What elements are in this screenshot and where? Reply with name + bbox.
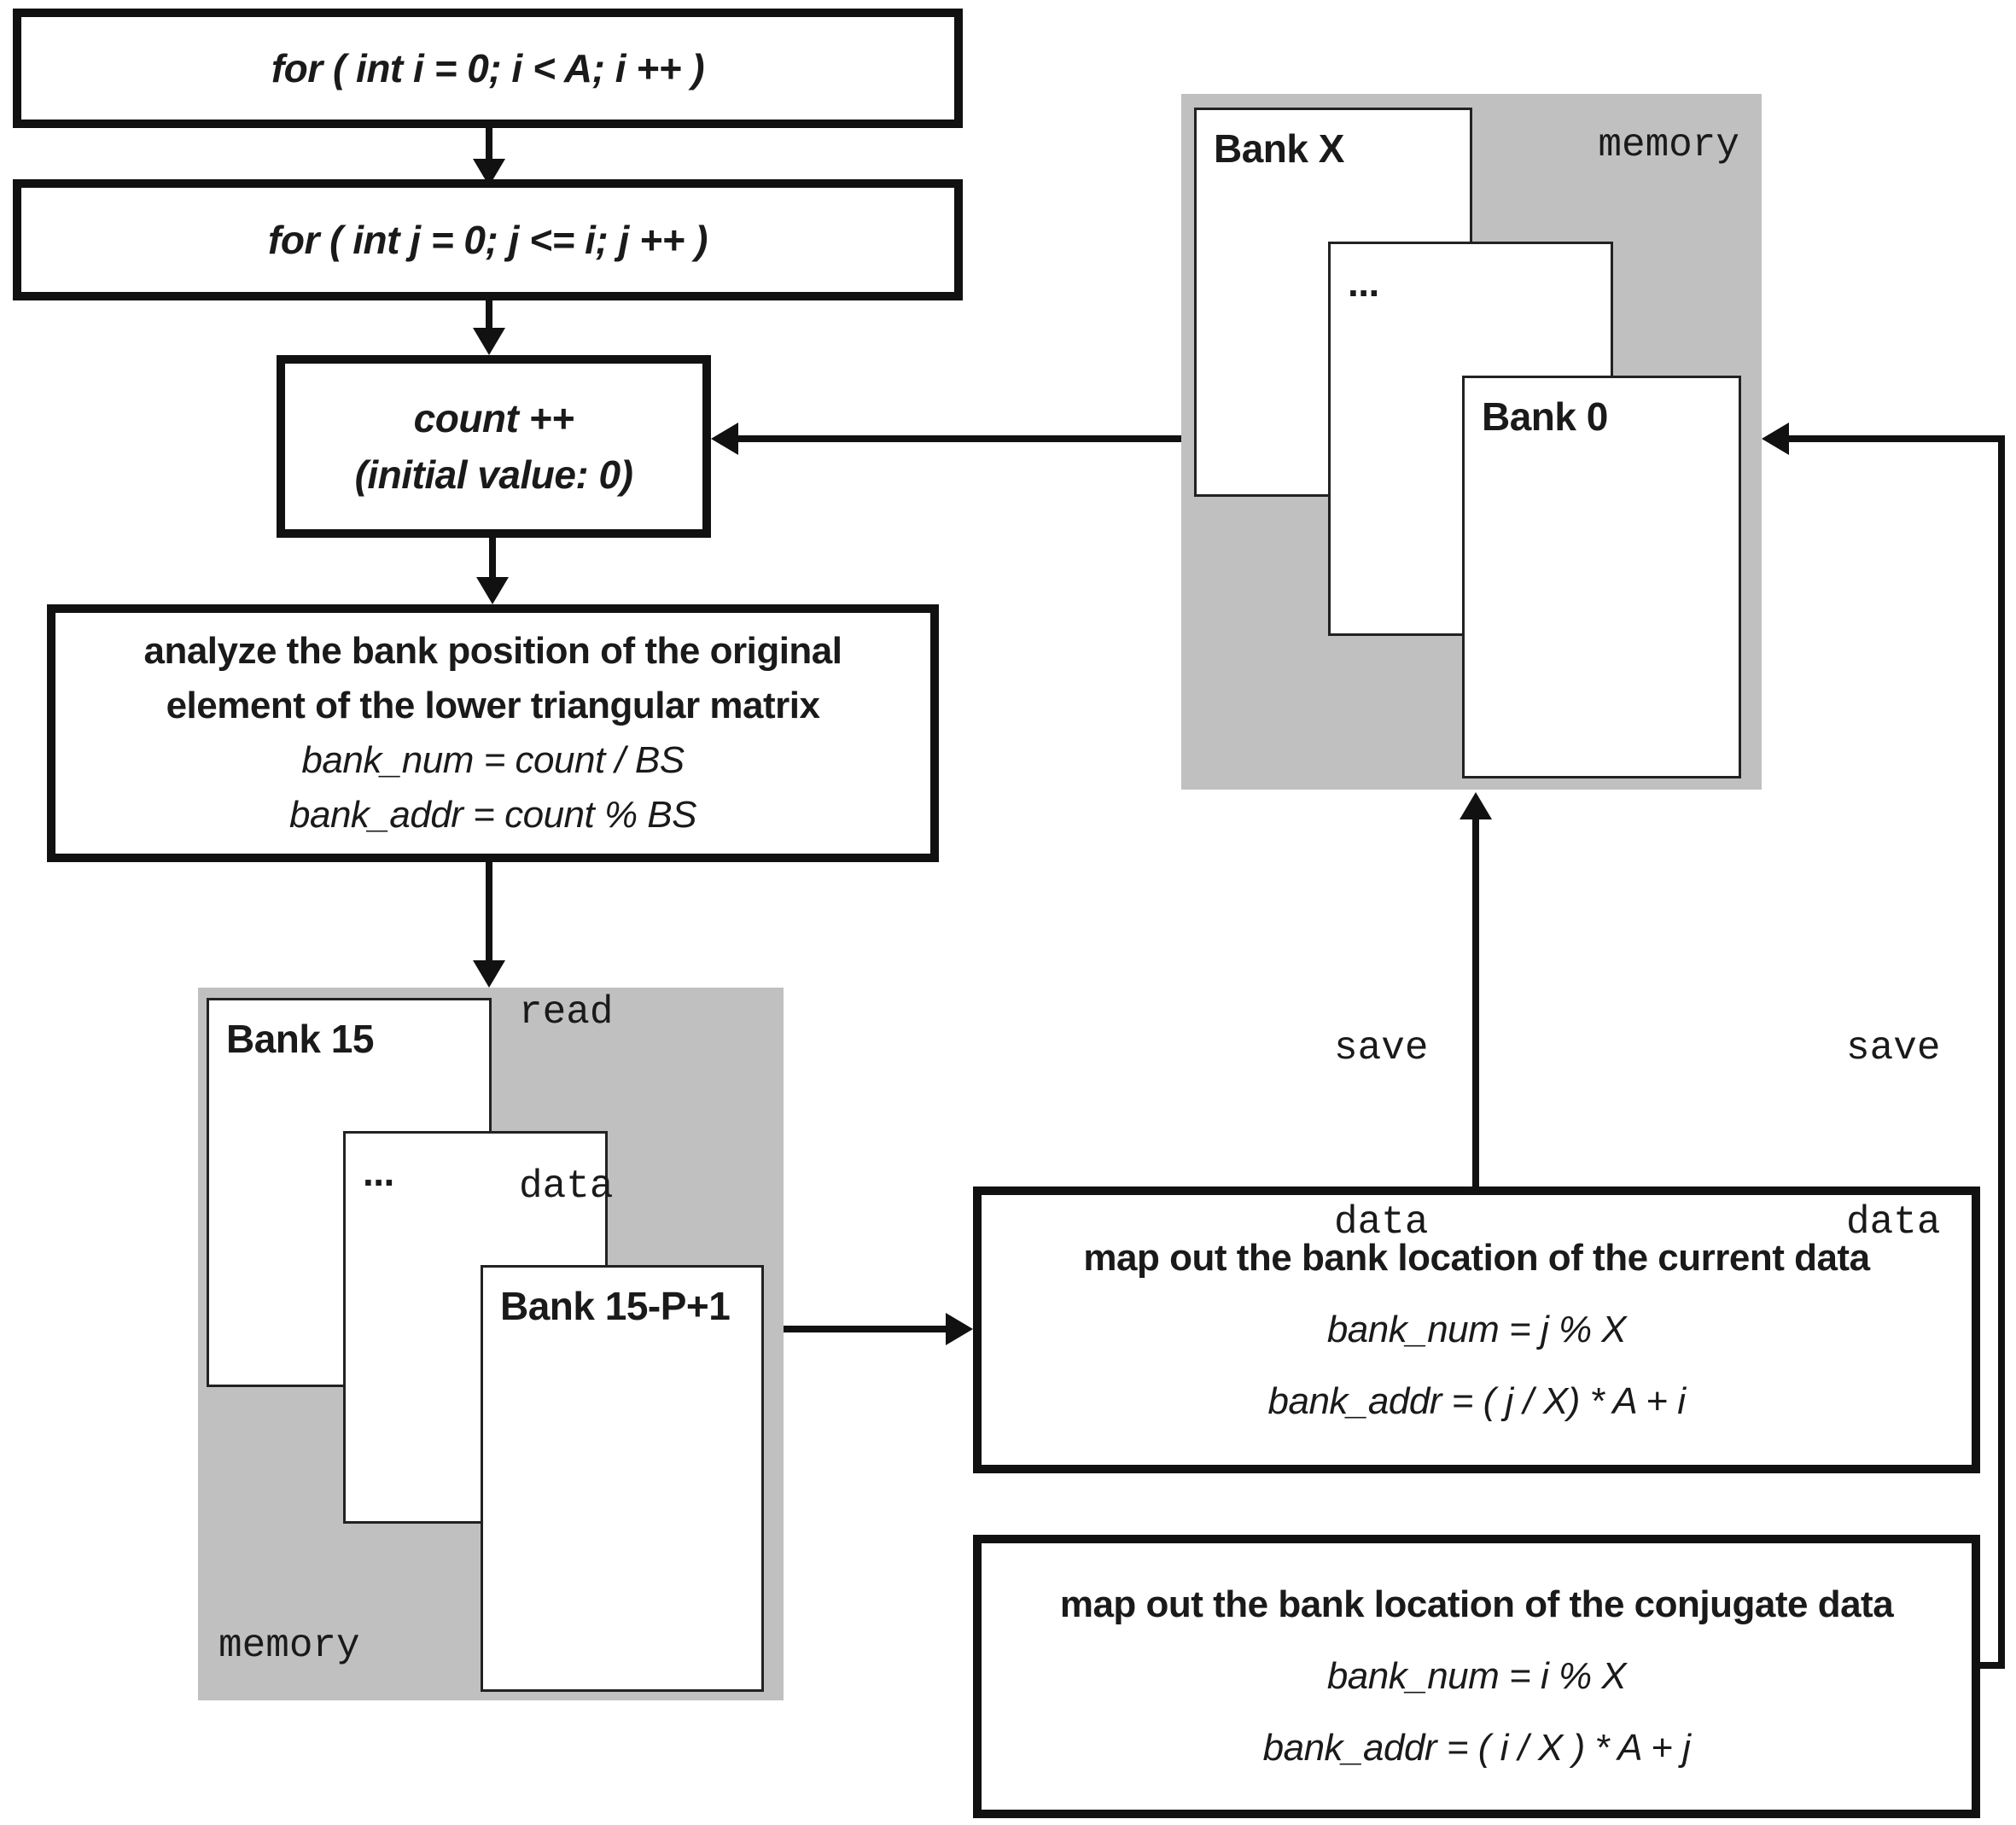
bank-card-0: Bank 0 bbox=[1462, 376, 1741, 778]
box-for-j-loop: for ( int j = 0; j <= i; j ++ ) bbox=[13, 179, 963, 300]
box-for-i-loop: for ( int i = 0; i < A; i ++ ) bbox=[13, 9, 963, 128]
for-j-loop-text: for ( int j = 0; j <= i; j ++ ) bbox=[268, 218, 708, 262]
save-data-left-line1: save bbox=[1334, 1026, 1429, 1070]
arrow-read-data-line bbox=[486, 862, 492, 962]
box-count-increment: count ++ (initial value: 0) bbox=[277, 355, 711, 538]
box-map-conjugate-data: map out the bank location of the conjuga… bbox=[973, 1535, 1980, 1818]
arrow-for-i-to-for-j-line bbox=[486, 126, 492, 160]
analyze-formula-bank-num: bank_num = count / BS bbox=[301, 739, 685, 781]
arrow-memory-to-count-line bbox=[738, 435, 1181, 442]
analyze-title-line2: element of the lower triangular matrix bbox=[166, 685, 820, 726]
analyze-title-line1: analyze the bank position of the origina… bbox=[143, 630, 842, 672]
save-data-left-line2: data bbox=[1334, 1200, 1429, 1245]
memory-block-top-right: memory Bank X ... Bank 0 bbox=[1181, 94, 1762, 790]
save-data-right-line2: data bbox=[1846, 1200, 1941, 1245]
arrow-memory-to-count-head-icon bbox=[711, 423, 738, 455]
arrow-memory-to-map-current-line bbox=[784, 1326, 946, 1332]
map-conjugate-formula-bank-num: bank_num = i % X bbox=[1326, 1655, 1627, 1697]
arrow-count-to-analyze-head-icon bbox=[476, 577, 509, 604]
save-data-label-right: save data bbox=[1846, 903, 1940, 1367]
map-conjugate-title: map out the bank location of the conjuga… bbox=[1059, 1583, 1894, 1625]
read-data-label: read data bbox=[519, 867, 613, 1332]
bank-card-15-p-plus-1: Bank 15-P+1 bbox=[481, 1265, 764, 1692]
for-i-loop-text: for ( int i = 0; i < A; i ++ ) bbox=[271, 46, 705, 90]
arrow-for-j-to-count-head-icon bbox=[473, 328, 505, 355]
box-map-current-data: map out the bank location of the current… bbox=[973, 1187, 1980, 1473]
count-initial-value-text: (initial value: 0) bbox=[354, 452, 633, 497]
analyze-formula-bank-addr: bank_addr = count % BS bbox=[289, 794, 697, 836]
arrow-for-j-to-count-line bbox=[486, 300, 492, 329]
read-data-label-line2: data bbox=[519, 1164, 614, 1209]
arrow-memory-to-map-current-head-icon bbox=[946, 1313, 973, 1345]
arrow-save-data-right-vertical-line bbox=[1998, 435, 2005, 1669]
count-increment-text: count ++ bbox=[413, 396, 574, 440]
save-data-label-left: save data bbox=[1334, 903, 1428, 1367]
arrow-save-data-right-top-line bbox=[1787, 435, 2005, 442]
read-data-label-line1: read bbox=[519, 990, 614, 1035]
map-conjugate-formula-bank-addr: bank_addr = ( i / X ) * A + j bbox=[1262, 1727, 1691, 1769]
box-analyze-bank-position: analyze the bank position of the origina… bbox=[47, 604, 939, 862]
arrow-save-data-right-jog-line bbox=[1978, 1662, 2005, 1669]
map-current-title: map out the bank location of the current… bbox=[1083, 1237, 1870, 1279]
arrow-for-i-to-for-j-head-icon bbox=[473, 159, 505, 186]
map-current-formula-bank-addr: bank_addr = ( j / X) * A + i bbox=[1267, 1380, 1687, 1422]
arrow-save-data-right-head-icon bbox=[1762, 423, 1789, 455]
arrow-save-data-left-line bbox=[1472, 818, 1479, 1188]
arrow-count-to-analyze-line bbox=[489, 538, 496, 579]
memory-label-top-right: memory bbox=[1598, 123, 1739, 167]
save-data-right-line1: save bbox=[1846, 1026, 1941, 1070]
arrow-read-data-head-icon bbox=[473, 960, 505, 988]
arrow-save-data-left-head-icon bbox=[1460, 792, 1492, 819]
memory-label-bottom-left: memory bbox=[218, 1624, 360, 1668]
map-current-formula-bank-num: bank_num = j % X bbox=[1326, 1309, 1627, 1350]
memory-block-bottom-left: memory Bank 15 ... Bank 15-P+1 bbox=[198, 988, 784, 1700]
